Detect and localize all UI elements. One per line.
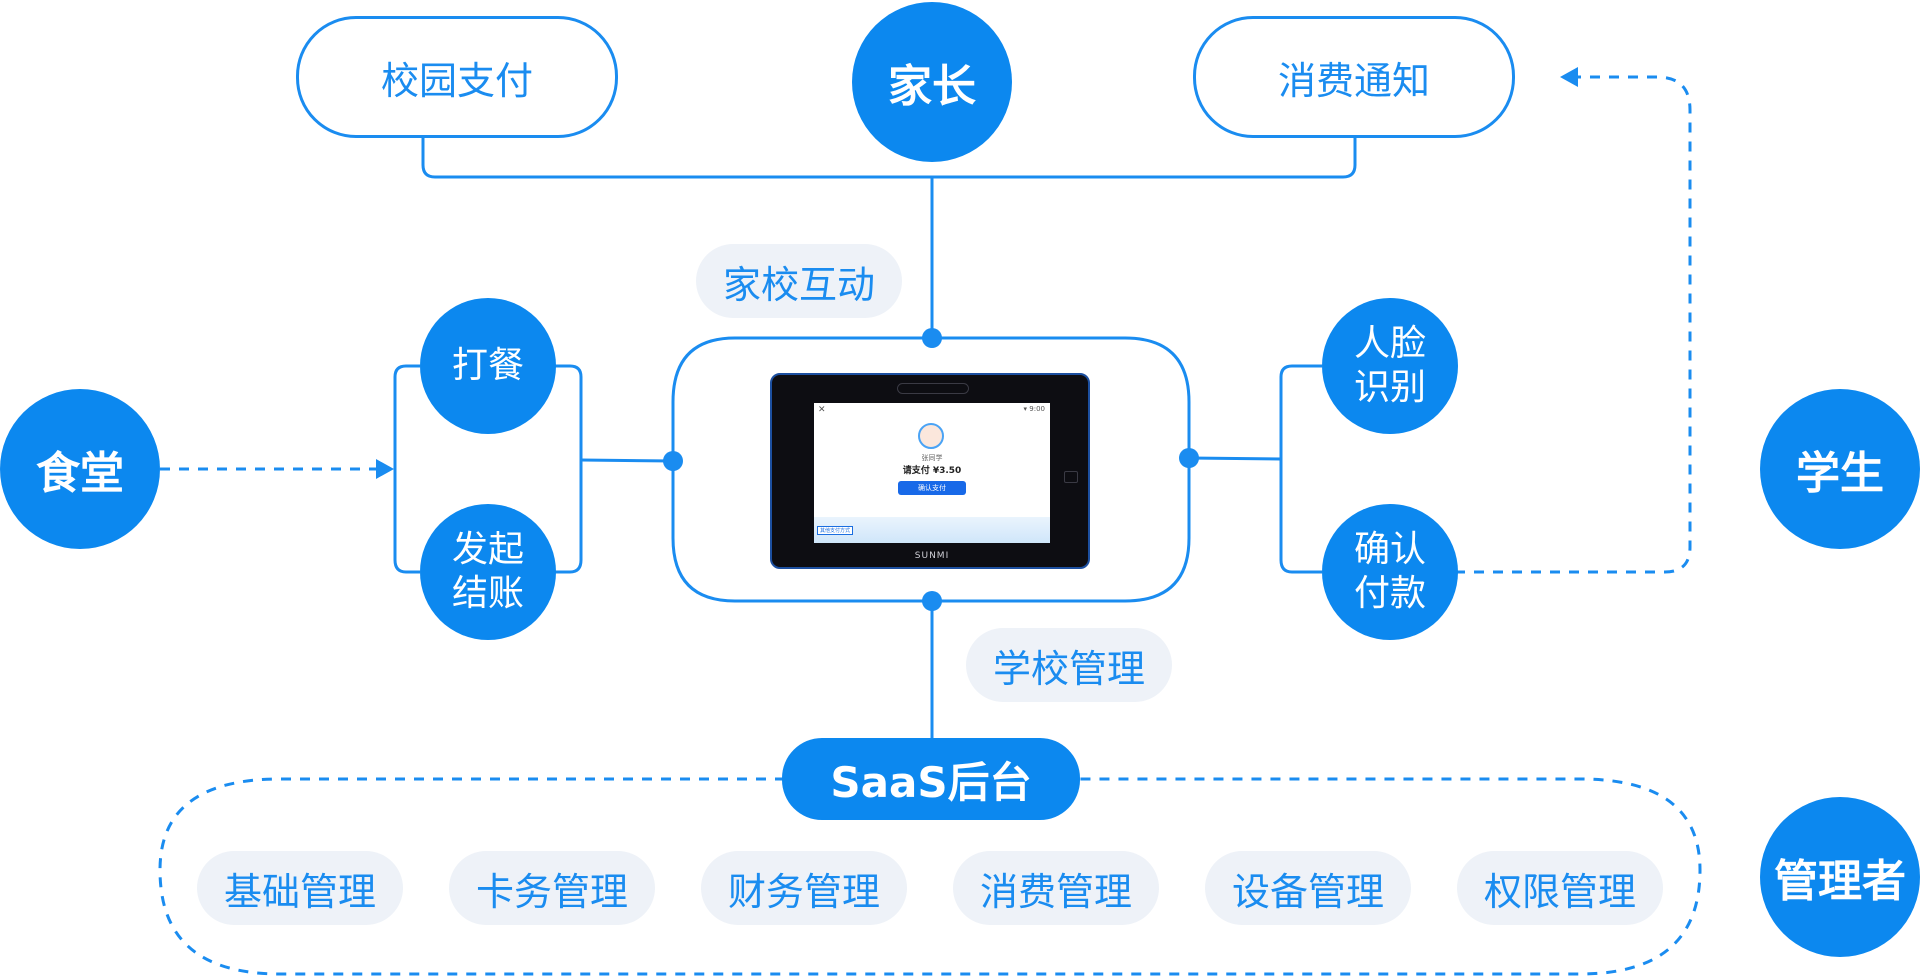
confirm-pay-button[interactable]: 确认支付 xyxy=(898,481,966,495)
face-recognition-node: 人脸 识别 xyxy=(1322,298,1458,434)
module-basic: 基础管理 xyxy=(197,851,403,925)
module-finance-label: 财务管理 xyxy=(727,869,880,914)
confirm-payment-line1: 确认 xyxy=(1353,529,1426,570)
administrator-label: 管理者 xyxy=(1774,856,1906,907)
order-meal-node: 打餐 xyxy=(420,298,556,434)
student-avatar xyxy=(918,423,944,449)
module-card-label: 卡务管理 xyxy=(475,869,628,914)
canteen-node: 食堂 xyxy=(0,389,160,549)
device-side-icon xyxy=(1064,471,1078,483)
module-basic-label: 基础管理 xyxy=(223,869,376,914)
device-screen: ✕ ▾ 9:00 张同学 请支付 ¥3.50 确认支付 其他支付方式 xyxy=(814,403,1050,543)
home-school-interaction-tag: 家校互动 xyxy=(696,244,902,318)
administrator-node: 管理者 xyxy=(1760,797,1920,957)
module-consumption: 消费管理 xyxy=(953,851,1159,925)
student-label: 学生 xyxy=(1796,448,1884,499)
device-brand: SUNMI xyxy=(914,551,950,561)
confirm-payment-line2: 付款 xyxy=(1353,573,1426,614)
student-node: 学生 xyxy=(1760,389,1920,549)
module-device-label: 设备管理 xyxy=(1231,869,1384,914)
module-card: 卡务管理 xyxy=(449,851,655,925)
module-permission-label: 权限管理 xyxy=(1483,869,1636,914)
module-device: 设备管理 xyxy=(1205,851,1411,925)
screen-footer-illustration xyxy=(814,517,1050,543)
home-school-interaction-label: 家校互动 xyxy=(722,262,875,307)
camera-bar xyxy=(897,383,969,394)
consume-notify-label: 消费通知 xyxy=(1277,58,1430,103)
pos-device: ✕ ▾ 9:00 张同学 请支付 ¥3.50 确认支付 其他支付方式 SUNMI xyxy=(770,373,1090,569)
status-time: ▾ 9:00 xyxy=(1023,405,1045,413)
campus-pay-pill: 校园支付 xyxy=(296,16,618,138)
start-checkout-line2: 结账 xyxy=(451,573,524,614)
school-management-tag: 学校管理 xyxy=(966,628,1172,702)
confirm-payment-node: 确认 付款 xyxy=(1322,504,1458,640)
school-management-label: 学校管理 xyxy=(992,646,1145,691)
consume-notify-pill: 消费通知 xyxy=(1193,16,1515,138)
payment-amount: 请支付 ¥3.50 xyxy=(902,466,962,476)
order-meal-label: 打餐 xyxy=(451,345,524,386)
module-consumption-label: 消费管理 xyxy=(979,869,1132,914)
face-recognition-line1: 人脸 xyxy=(1353,323,1426,364)
saas-backend-node: SaaS后台 xyxy=(782,738,1080,820)
saas-backend-label: SaaS后台 xyxy=(830,757,1032,807)
start-checkout-node: 发起 结账 xyxy=(420,504,556,640)
start-checkout-line1: 发起 xyxy=(451,529,524,570)
parent-label: 家长 xyxy=(888,61,976,112)
parent-node: 家长 xyxy=(852,2,1012,162)
campus-pay-label: 校园支付 xyxy=(380,58,533,103)
student-name: 张同学 xyxy=(921,454,943,462)
close-icon[interactable]: ✕ xyxy=(818,405,826,415)
face-recognition-line2: 识别 xyxy=(1353,367,1426,408)
canteen-label: 食堂 xyxy=(36,448,124,499)
module-permission: 权限管理 xyxy=(1457,851,1663,925)
module-finance: 财务管理 xyxy=(701,851,907,925)
other-pay-link[interactable]: 其他支付方式 xyxy=(817,526,854,535)
